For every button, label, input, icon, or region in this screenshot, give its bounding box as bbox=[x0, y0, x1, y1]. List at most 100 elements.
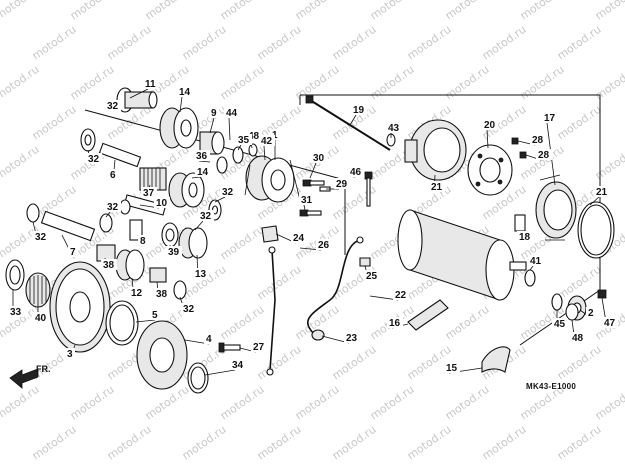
part-bracket-16 bbox=[407, 299, 449, 331]
callout-bg-37 bbox=[141, 187, 157, 198]
part-ring-48-lower bbox=[565, 303, 579, 321]
watermark-text: motod.ru bbox=[0, 383, 42, 423]
callout-9: 9 bbox=[211, 108, 217, 119]
callout-43: 43 bbox=[388, 123, 400, 134]
callout-42: 42 bbox=[261, 136, 273, 147]
part-washer-35 bbox=[232, 146, 244, 164]
watermark-text: motod.ru bbox=[593, 0, 625, 22]
callout-bg-12 bbox=[129, 287, 145, 298]
callout-bg-21 bbox=[429, 181, 445, 192]
callout-44: 44 bbox=[226, 108, 238, 119]
callout-3: 3 bbox=[67, 349, 73, 360]
part-bearing-38a bbox=[96, 244, 116, 262]
part-bearing-37 bbox=[139, 167, 167, 191]
watermark-text: motod.ru bbox=[0, 143, 42, 183]
watermark-text: motod.ru bbox=[518, 143, 567, 183]
part-washer-32c bbox=[99, 213, 113, 233]
part-ring-36 bbox=[216, 156, 228, 174]
part-washer-32d bbox=[173, 280, 187, 300]
callout-27: 27 bbox=[253, 342, 265, 353]
callout-2: 2 bbox=[588, 308, 594, 319]
part-bolt-27 bbox=[218, 342, 241, 353]
callout-bg-14 bbox=[195, 166, 211, 177]
part-cover-21-front bbox=[404, 119, 467, 181]
part-bolt-19 bbox=[305, 95, 391, 151]
leader-line-5 bbox=[135, 319, 156, 323]
callout-bg-27 bbox=[251, 341, 267, 352]
callout-48: 48 bbox=[248, 131, 260, 142]
part-bolt-31 bbox=[299, 209, 322, 217]
part-cable-26 bbox=[266, 246, 276, 376]
part-washer-45 bbox=[551, 293, 563, 311]
watermark-text: motod.ru bbox=[30, 423, 79, 463]
callout-6: 6 bbox=[110, 170, 116, 181]
callout-bg-34 bbox=[230, 359, 246, 370]
callout-24: 24 bbox=[293, 233, 305, 244]
callout-34: 34 bbox=[232, 360, 244, 371]
watermark-text: motod.ru bbox=[330, 423, 379, 463]
leader-line-35 bbox=[237, 144, 242, 151]
callout-bg-40 bbox=[33, 312, 49, 323]
part-brush-holder-20 bbox=[467, 144, 513, 196]
part-clutch-1 bbox=[244, 155, 301, 203]
callout-8: 8 bbox=[140, 236, 146, 247]
callout-39: 39 bbox=[168, 247, 180, 258]
watermark-text: motod.ru bbox=[443, 0, 492, 22]
watermark-text: motod.ru bbox=[555, 23, 604, 63]
callout-bg-39 bbox=[166, 246, 182, 257]
leader-line-19 bbox=[349, 114, 357, 126]
part-ring-34 bbox=[187, 362, 209, 394]
callout-bg-1 bbox=[270, 129, 280, 140]
leader-line-42 bbox=[263, 145, 266, 161]
watermark-text: motod.ru bbox=[0, 0, 42, 22]
callout-36: 36 bbox=[196, 151, 208, 162]
watermark-text: motod.ru bbox=[30, 23, 79, 63]
part-pin-6 bbox=[98, 142, 142, 168]
leader-line-14 bbox=[191, 176, 201, 179]
callout-28: 28 bbox=[532, 135, 544, 146]
watermark-text: motod.ru bbox=[255, 423, 304, 463]
watermark-text: motod.ru bbox=[518, 63, 567, 103]
leader-line-36 bbox=[198, 160, 211, 163]
part-clip-25 bbox=[359, 257, 371, 267]
watermark-text: motod.ru bbox=[143, 0, 192, 22]
part-washer-32e bbox=[26, 203, 40, 223]
leader-line-32 bbox=[105, 211, 111, 218]
callout-bg-2 bbox=[586, 307, 596, 318]
callout-19: 19 bbox=[353, 105, 365, 116]
callout-bg-28 bbox=[536, 149, 552, 160]
callout-bg-28 bbox=[530, 134, 546, 145]
callout-bg-32 bbox=[86, 153, 102, 164]
callout-bg-25 bbox=[364, 270, 380, 281]
callout-18: 18 bbox=[519, 232, 531, 243]
watermark-text: motod.ru bbox=[330, 23, 379, 63]
callout-38: 38 bbox=[156, 289, 168, 300]
callout-7: 7 bbox=[70, 247, 76, 258]
callout-bg-31 bbox=[299, 194, 315, 205]
callout-bg-42 bbox=[259, 135, 275, 146]
callout-32: 32 bbox=[222, 187, 234, 198]
callout-40: 40 bbox=[35, 313, 47, 324]
callout-bg-13 bbox=[193, 268, 209, 279]
callout-bg-32 bbox=[105, 201, 121, 212]
part-clamp-24 bbox=[261, 225, 279, 243]
callout-bg-38 bbox=[154, 288, 170, 299]
callout-bg-9 bbox=[209, 107, 219, 118]
callout-bg-6 bbox=[108, 169, 118, 180]
callout-32: 32 bbox=[35, 232, 47, 243]
callout-23: 23 bbox=[346, 333, 358, 344]
callout-bg-15 bbox=[444, 362, 460, 373]
callout-bg-11 bbox=[143, 78, 159, 89]
watermark-text: motod.ru bbox=[255, 263, 304, 303]
part-o-ring-21-rear bbox=[577, 201, 615, 259]
callout-bg-19 bbox=[351, 104, 367, 115]
watermark-text: motod.ru bbox=[555, 103, 604, 143]
leader-line-32 bbox=[194, 220, 204, 231]
watermark-text: motod.ru bbox=[593, 63, 625, 103]
part-washer-41 bbox=[524, 269, 536, 287]
part-terminal-18 bbox=[514, 214, 526, 232]
part-bolt-30 bbox=[302, 179, 325, 187]
callout-15: 15 bbox=[446, 363, 458, 374]
callout-bg-30 bbox=[311, 152, 327, 163]
